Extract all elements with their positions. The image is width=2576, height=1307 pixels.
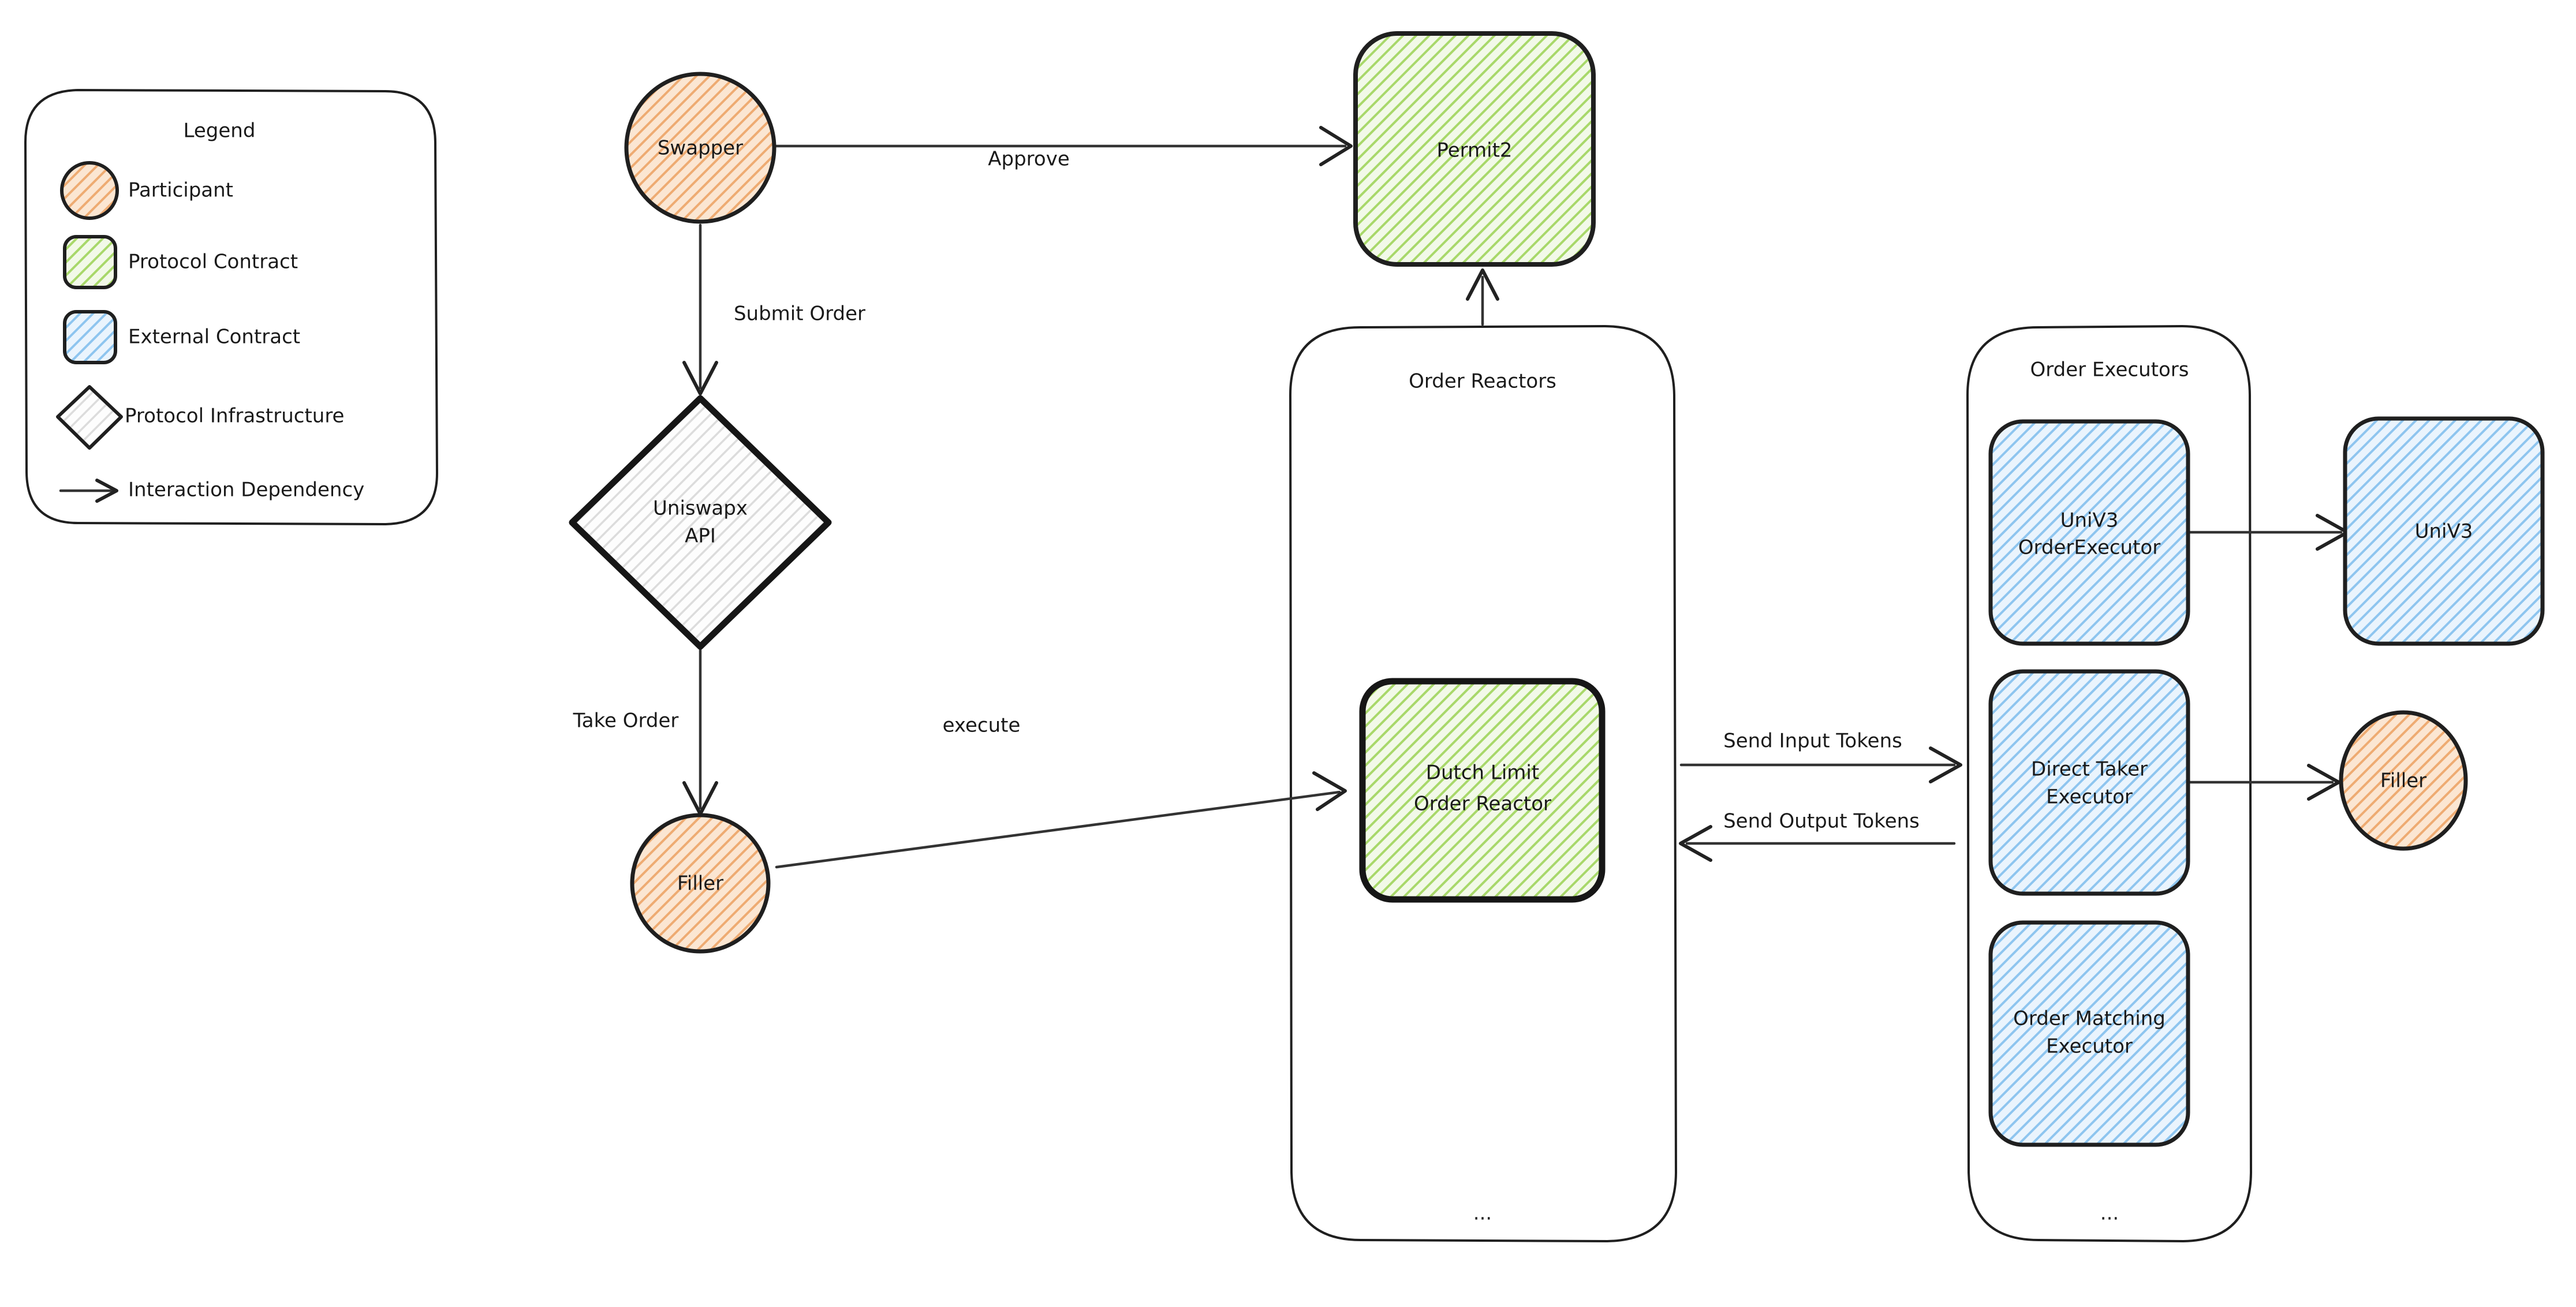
- node-uniswapx-api[interactable]: Uniswapx API: [569, 395, 832, 650]
- edge-direct-taker-to-filler: [2186, 764, 2340, 801]
- edges-layer: Approve Submit Order Take Order execute: [573, 126, 2349, 869]
- node-label-order-matching-line2: Executor: [2046, 1035, 2133, 1058]
- node-direct-taker-executor[interactable]: Direct Taker Executor: [1988, 669, 2190, 896]
- node-label-permit2: Permit2: [1436, 139, 1512, 162]
- legend-swatch-participant: [60, 161, 119, 220]
- edge-reactors-to-permit2: [1466, 268, 1499, 326]
- legend: Legend Participant Protocol Contract Ext…: [24, 89, 438, 525]
- edge-send-input-tokens: [1679, 746, 1962, 783]
- node-label-filler-right: Filler: [2380, 770, 2426, 793]
- legend-swatch-arrow-icon: [59, 479, 118, 503]
- node-label-dutch-reactor-line1: Dutch Limit: [1426, 761, 1539, 785]
- edge-execute: [775, 771, 1347, 869]
- node-label-univ3: UniV3: [2415, 520, 2473, 543]
- edge-label-execute: execute: [943, 714, 1021, 737]
- node-permit2[interactable]: Permit2: [1353, 31, 1596, 267]
- node-label-filler-left: Filler: [677, 872, 723, 895]
- legend-item-label-infrastructure: Protocol Infrastructure: [125, 405, 344, 428]
- node-swapper[interactable]: Swapper: [624, 72, 776, 224]
- legend-swatch-infrastructure: [56, 385, 123, 450]
- legend-item-label-interaction-dependency: Interaction Dependency: [128, 479, 364, 502]
- legend-swatch-protocol-contract: [63, 235, 117, 289]
- legend-title: Legend: [184, 120, 256, 143]
- node-label-direct-taker-line1: Direct Taker: [2031, 758, 2148, 781]
- edge-take-order: [682, 626, 718, 816]
- node-label-order-matching-line1: Order Matching: [2013, 1007, 2166, 1030]
- node-univ3-orderexecutor[interactable]: UniV3 OrderExecutor: [1988, 419, 2190, 646]
- edge-label-send-output-tokens: Send Output Tokens: [1723, 810, 1920, 833]
- group-ellipsis-order-executors: ...: [2100, 1202, 2119, 1225]
- edge-approve: [775, 126, 1353, 166]
- legend-item-label-protocol-contract: Protocol Contract: [128, 251, 298, 274]
- node-label-swapper: Swapper: [658, 137, 743, 160]
- node-label-uniswapx-api-line2: API: [685, 525, 716, 548]
- node-univ3[interactable]: UniV3: [2343, 416, 2545, 646]
- group-label-order-executors: Order Executors: [2030, 359, 2189, 382]
- legend-item-label-external-contract: External Contract: [128, 326, 300, 349]
- node-label-univ3-executor-line1: UniV3: [2060, 509, 2119, 532]
- group-ellipsis-order-reactors: ...: [1473, 1202, 1492, 1225]
- node-label-direct-taker-line2: Executor: [2046, 786, 2133, 809]
- legend-swatch-external-contract: [63, 310, 117, 364]
- node-filler-right[interactable]: Filler: [2339, 710, 2468, 851]
- edge-label-submit-order: Submit Order: [734, 303, 865, 326]
- node-label-univ3-executor-line2: OrderExecutor: [2018, 536, 2160, 559]
- edge-send-output-tokens: [1679, 825, 1956, 862]
- edge-submit-order: [682, 223, 718, 395]
- legend-item-label-participant: Participant: [128, 179, 233, 202]
- edge-label-take-order: Take Order: [573, 709, 679, 733]
- node-dutch-limit-order-reactor[interactable]: Dutch Limit Order Reactor: [1359, 678, 1606, 903]
- group-label-order-reactors: Order Reactors: [1409, 370, 1556, 393]
- edge-label-approve: Approve: [988, 148, 1070, 171]
- node-label-dutch-reactor-line2: Order Reactor: [1414, 793, 1551, 816]
- node-filler-left[interactable]: Filler: [630, 813, 771, 954]
- node-label-uniswapx-api-line1: Uniswapx: [653, 497, 748, 520]
- edge-label-send-input-tokens: Send Input Tokens: [1723, 730, 1902, 753]
- node-order-matching-executor[interactable]: Order Matching Executor: [1988, 920, 2190, 1147]
